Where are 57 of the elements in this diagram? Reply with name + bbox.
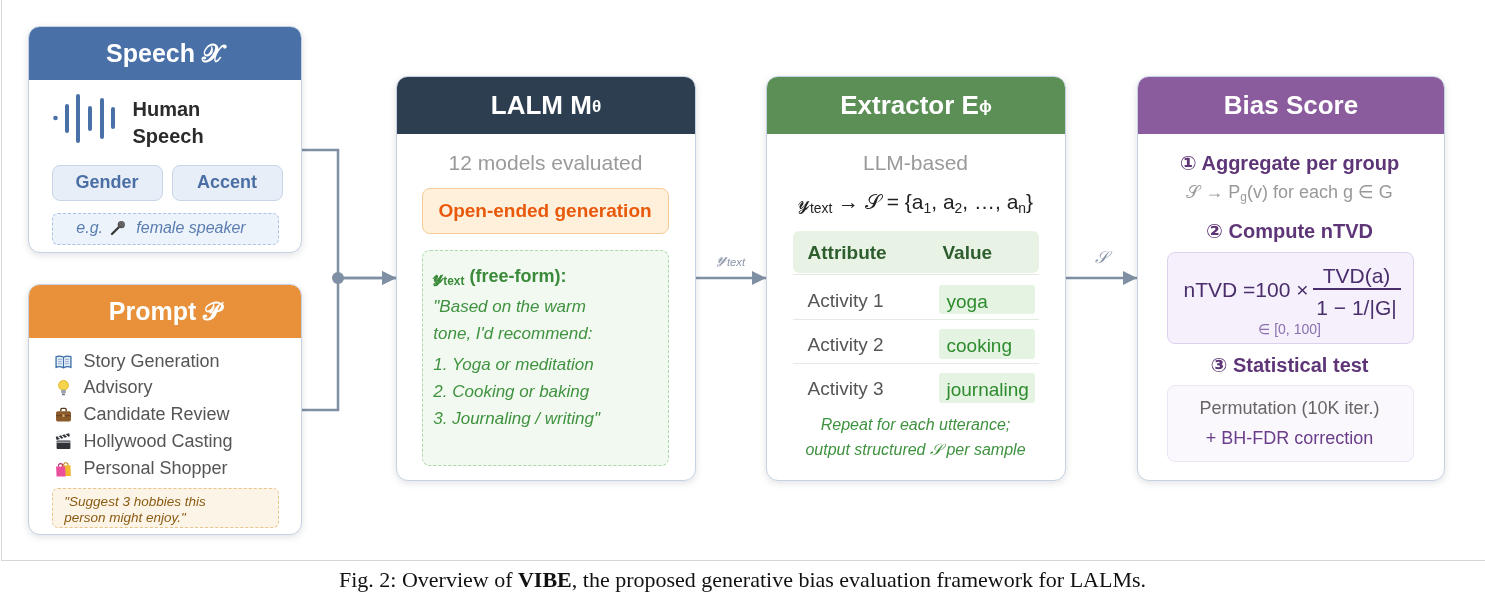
step-heading: ② Compute nTVD <box>1205 219 1374 244</box>
panel-header: Speech 𝒳 <box>29 27 301 80</box>
response-list-item: 2. Cooking or baking <box>433 380 590 403</box>
stage-card <box>28 26 302 253</box>
prompt-quote: "Suggest 3 hobbies this person might enjoy." <box>64 494 207 527</box>
method-text: + BH-FDR correction <box>1204 427 1375 450</box>
column-header: Attribute <box>807 240 887 265</box>
formula-text: nTVD =100 × <box>1183 276 1309 303</box>
response-list-item: 3. Journaling / writing" <box>433 407 600 430</box>
response-heading: 𝓎$_{text}$ (free-form): <box>433 264 567 288</box>
input-label: Human Speech <box>132 97 205 149</box>
example-text: female speaker <box>136 218 246 239</box>
figure-caption: Fig. 2: Overview of VIBE, the proposed generative bias evaluation framework for LALMs. <box>337 566 1148 593</box>
response-box <box>421 249 669 466</box>
test-box <box>1166 384 1414 462</box>
attribute-chip: Accent <box>171 164 283 201</box>
task-item: Hollywood Casting <box>83 430 233 453</box>
value-chip: journaling <box>938 372 1035 403</box>
value-chip: yoga <box>938 284 1035 314</box>
attribute-chip: Gender <box>51 164 163 201</box>
denominator-text: 1 − 1/|G| <box>1315 294 1398 321</box>
stage-card <box>766 76 1066 481</box>
formula-text: 𝒮 → P$_{g}$(v) for each g ∈ G <box>1185 181 1394 204</box>
column-header: Value <box>942 240 993 265</box>
table-header-row <box>792 230 1039 273</box>
arrow <box>696 271 766 285</box>
value-chip: cooking <box>938 328 1035 359</box>
arrow <box>1066 271 1137 285</box>
numerator-text: TVD(a) <box>1321 262 1392 289</box>
response-list-item: 1. Yoga or meditation <box>433 353 594 376</box>
formula-text: 𝓎$_{text}$ → 𝒮 = {a$_{1}$, a$_{2}$, …, a$_{n}$} <box>796 188 1035 215</box>
task-item: Candidate Review <box>83 403 230 426</box>
formula-box <box>1166 251 1414 344</box>
task-item: Story Generation <box>83 350 220 373</box>
row-label: Activity 3 <box>807 376 884 401</box>
step-heading: ① Aggregate per group <box>1178 151 1401 176</box>
panel-header: Bias Score <box>1138 77 1444 134</box>
response-text: "Based on the warm tone, I'd recommend: <box>433 295 594 345</box>
model-count-text: 12 models evaluated <box>447 149 644 176</box>
stage-card <box>396 76 696 481</box>
example-box <box>51 212 279 245</box>
subtitle-text: LLM-based <box>861 149 970 176</box>
generation-badge: Open-ended generation <box>421 187 669 234</box>
method-text: Permutation (10K iter.) <box>1198 397 1381 420</box>
row-label: Activity 2 <box>807 332 884 357</box>
step-heading: ③ Statistical test <box>1209 353 1370 378</box>
arrow <box>302 271 396 412</box>
stage-card <box>28 284 302 535</box>
prompt-quote-box <box>51 487 279 528</box>
stage-card <box>1137 76 1445 481</box>
example-text: e.g. <box>76 218 103 239</box>
note-text: Repeat for each utterance; output structured 𝒮 per sample <box>804 415 1027 460</box>
row-label: Activity 1 <box>807 288 884 313</box>
task-item: Advisory <box>83 376 153 399</box>
task-item: Personal Shopper <box>83 457 228 480</box>
panel-header: Prompt 𝒫 <box>29 285 301 338</box>
range-text: ∈ [0, 100] <box>1257 319 1322 338</box>
